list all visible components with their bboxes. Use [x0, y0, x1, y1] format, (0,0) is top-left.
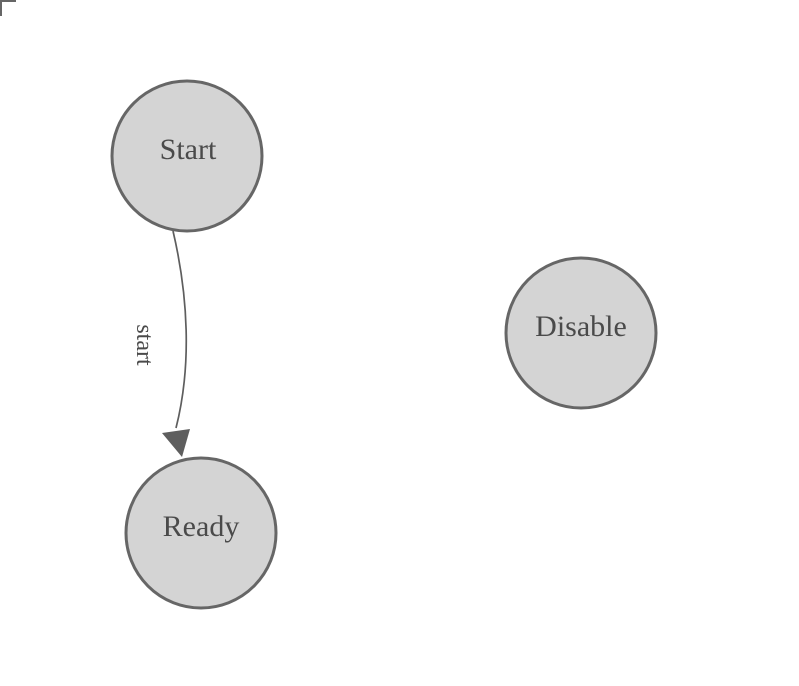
state-node-start[interactable]: Start	[110, 79, 264, 233]
transition-label[interactable]: start	[131, 324, 157, 366]
transition-curve[interactable]	[172, 230, 188, 429]
state-circle-disable[interactable]	[504, 256, 658, 410]
state-circle-ready[interactable]	[124, 456, 278, 610]
state-node-ready[interactable]: Ready	[124, 456, 278, 610]
canvas-corner-marker	[0, 0, 16, 16]
state-label-disable: Disable	[535, 310, 627, 343]
arrowhead-icon	[162, 429, 190, 457]
state-circle-start[interactable]	[110, 79, 264, 233]
state-label-ready: Ready	[163, 510, 240, 543]
transition-start-to-ready[interactable]: start	[131, 230, 190, 457]
state-node-disable[interactable]: Disable	[504, 256, 658, 410]
state-label-start: Start	[160, 133, 217, 166]
